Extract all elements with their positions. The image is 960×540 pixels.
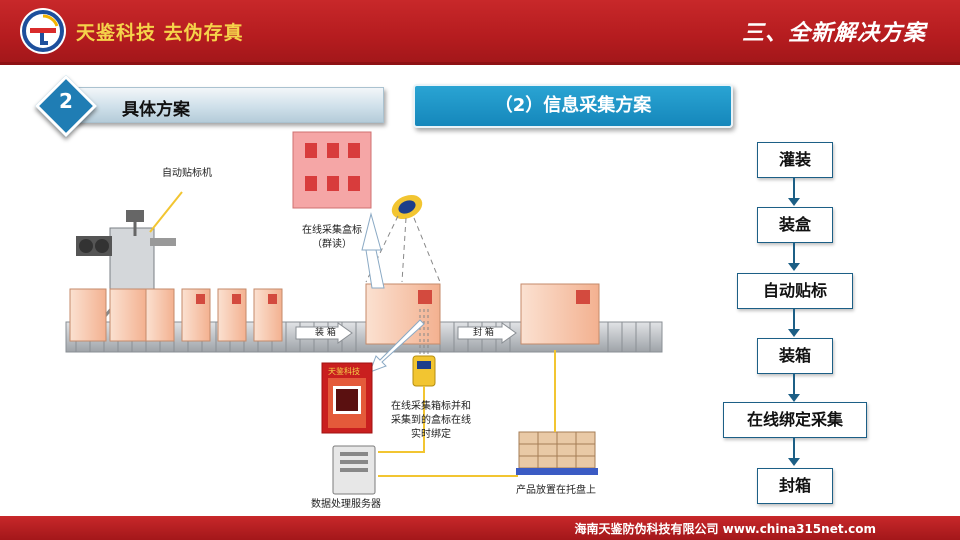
product-box-row [69, 288, 283, 342]
header-bar [0, 0, 960, 62]
binding-arrow [369, 319, 425, 373]
header-divider [0, 62, 960, 65]
company-logo-icon [20, 8, 66, 54]
flow-step-filling: 灌装 [757, 142, 833, 178]
reader-scan-lines [365, 215, 441, 283]
section-title: 三、全新解决方案 [741, 21, 926, 46]
section-number: 2 [59, 89, 73, 113]
binding-label: 在线采集箱标并和 采集到的盒标在线 实时绑定 [391, 401, 471, 440]
data-connection-lines [378, 350, 556, 477]
flow-step-online-binding: 在线绑定采集 [723, 402, 867, 438]
carton-tag-brand: 天鉴科技 [328, 367, 360, 376]
footer-bar [0, 516, 960, 540]
machine-label: 自动贴标机 [162, 168, 212, 179]
overhead-reader-icon [391, 194, 423, 220]
flow-arrow [788, 374, 800, 402]
upload-arrow [361, 212, 385, 289]
section-badge-label: 具体方案 [122, 100, 190, 120]
flow-arrow [788, 438, 800, 466]
conveyor-label-seal: 封 箱 [473, 328, 494, 338]
carton-tag-card [321, 362, 373, 434]
online-box-label: 在线采集盒标 （群读） [302, 225, 362, 250]
carton-sealed [520, 283, 600, 345]
conveyor-label-pack: 装 箱 [315, 328, 336, 338]
handheld-scanner-icon [412, 306, 436, 387]
plan-title-banner: （2）信息采集方案 [413, 84, 733, 128]
pallet-icon [516, 431, 598, 475]
server-label: 数据处理服务器 [311, 499, 381, 510]
flow-step-packing: 装箱 [757, 338, 833, 374]
flow-step-boxing: 装盒 [757, 207, 833, 243]
flow-arrow [788, 309, 800, 337]
flow-arrow [788, 243, 800, 271]
flow-step-sealing: 封箱 [757, 468, 833, 504]
machine-pointer-line [149, 191, 183, 233]
scanned-box-tags-panel [292, 131, 372, 209]
section-badge-bar [60, 87, 384, 123]
company-slogan: 天鉴科技 去伪存真 [76, 22, 244, 44]
conveyor-arrow-pack [295, 322, 353, 344]
server-icon [332, 445, 376, 495]
carton-open [365, 283, 441, 345]
footer-company-text: 海南天鉴防伪科技有限公司 www.china315net.com [574, 522, 876, 536]
flow-arrow [788, 178, 800, 206]
conveyor-arrow-seal [457, 322, 517, 344]
pallet-label: 产品放置在托盘上 [516, 485, 596, 496]
flow-step-auto-labeling: 自动贴标 [737, 273, 853, 309]
